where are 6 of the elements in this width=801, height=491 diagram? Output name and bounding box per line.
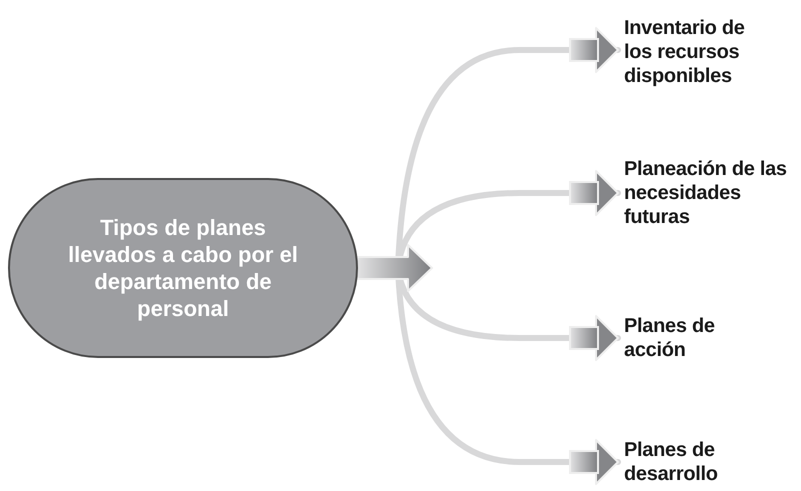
node-label: Planes de acción <box>624 314 744 362</box>
node-label: Inventario de los recursos disponibles <box>624 16 774 88</box>
node-label: Planeación de las necesidades futuras <box>624 157 800 229</box>
node-title: Tipos de planes llevados a cabo por el departamento de personal <box>67 214 299 322</box>
block-arrow <box>356 244 433 292</box>
node-label: Planes de desarrollo <box>624 438 744 486</box>
